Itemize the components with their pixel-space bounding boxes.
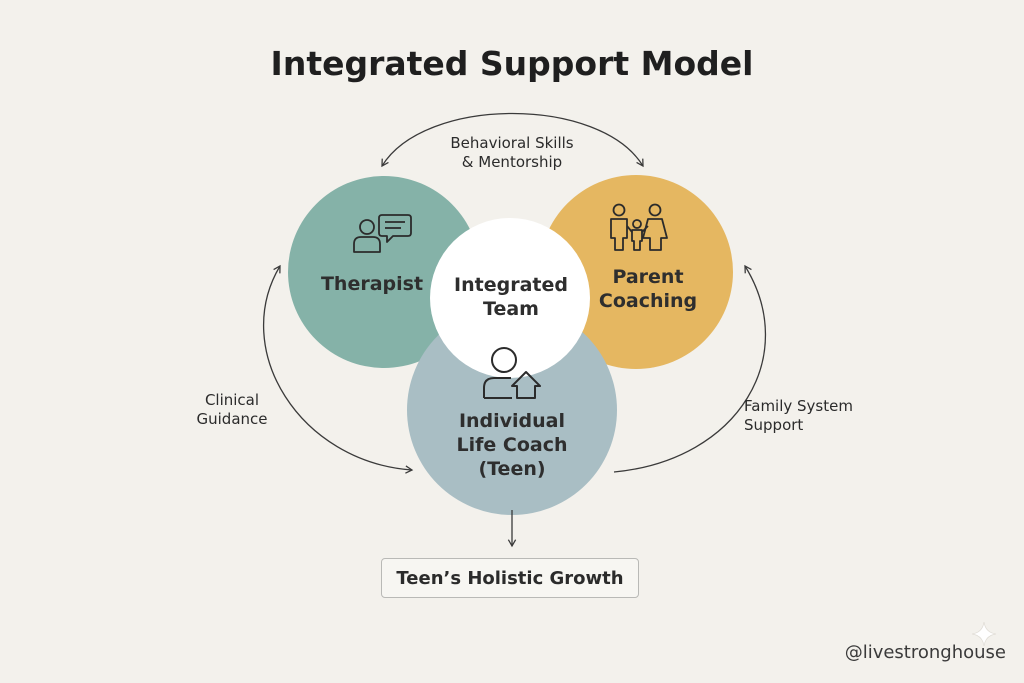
therapist-label: Therapist [320,273,424,295]
right-connection-label: Family System Support [744,397,853,434]
outcome-box: Teen’s Holistic Growth [381,558,639,598]
top-arc-arrow [381,112,644,168]
outcome-label: Teen’s Holistic Growth [396,567,624,589]
coach-label: Individual Life Coach (Teen) [456,410,568,480]
right-arc-arrow [613,264,767,473]
top-connection-label: Behavioral Skills & Mentorship [450,134,574,171]
left-arc-arrow [262,264,414,474]
family-icon [610,203,668,251]
center-circle [430,218,590,378]
parent-label: Parent Coaching [598,266,698,312]
center-label: Integrated Team [454,274,568,320]
sparkle-icon [971,621,997,647]
left-connection-label: Clinical Guidance [196,391,268,428]
page-title: Integrated Support Model [270,44,754,83]
person-upload-icon [483,347,541,399]
chat-person-icon [353,214,412,253]
parent-circle [539,175,733,369]
watermark-handle: @livestronghouse [844,642,1006,663]
